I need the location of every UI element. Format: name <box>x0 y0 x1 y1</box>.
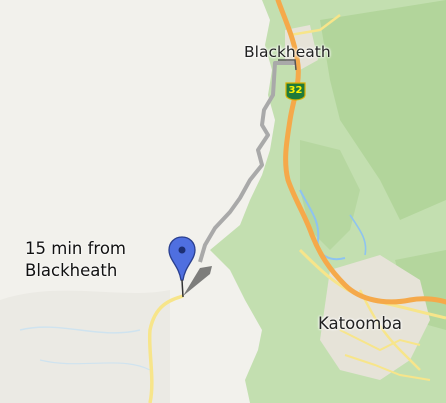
route-label: 15 min from Blackheath <box>25 238 126 282</box>
forest-area-dark-2 <box>300 140 360 250</box>
route-label-line1: 15 min from <box>25 239 126 258</box>
marker-shadow <box>183 266 212 296</box>
place-label-katoomba: Katoomba <box>318 314 402 333</box>
route-line <box>198 61 296 263</box>
minor-road <box>147 294 184 403</box>
water-creek-2 <box>349 214 367 256</box>
map-pin-icon[interactable] <box>167 236 197 298</box>
highway-road <box>275 0 446 305</box>
water-creek-4 <box>39 359 151 371</box>
place-label-blackheath: Blackheath <box>244 43 331 61</box>
minor-road-4 <box>339 329 421 352</box>
minor-road-5 <box>344 354 431 381</box>
water-creek-3 <box>19 326 141 334</box>
route-connector <box>278 59 297 71</box>
terrain-shade <box>0 290 170 403</box>
route-label-line2: Blackheath <box>25 261 118 280</box>
water-creek <box>299 189 346 260</box>
forest-area-dark <box>320 0 446 220</box>
minor-road-6 <box>289 14 341 37</box>
highway-shield-number: 32 <box>288 85 303 96</box>
highway-shield: 32 <box>285 82 306 101</box>
